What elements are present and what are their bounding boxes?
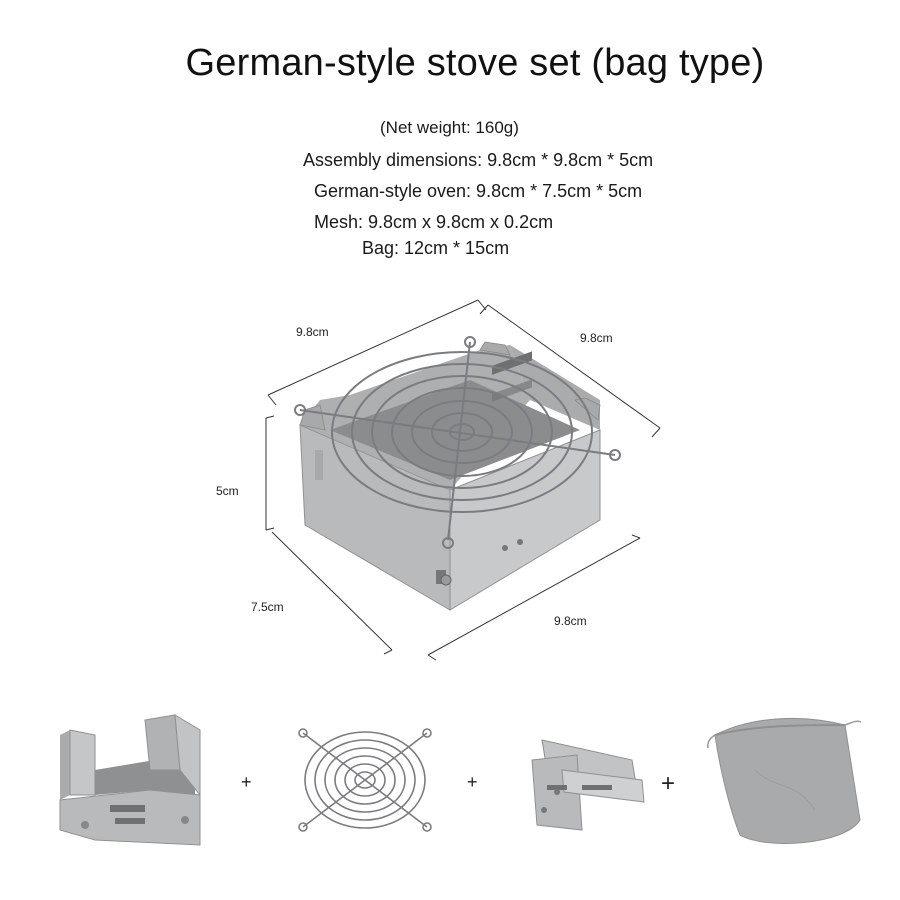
assembly-dimensions-text: Assembly dimensions: 9.8cm * 9.8cm * 5cm (303, 150, 654, 170)
plus-sign-1: + (241, 772, 252, 792)
dimension-top-left: 9.8cm (296, 325, 329, 339)
plus-sign-3: + (661, 770, 676, 797)
oven-dimensions-text: German-style oven: 9.8cm * 7.5cm * 5cm (314, 181, 643, 201)
wire-grate (294, 336, 621, 549)
dimension-bottom-right: 9.8cm (554, 614, 587, 628)
component-stove-image (59, 714, 201, 846)
dimension-bottom-left: 7.5cm (251, 600, 284, 614)
page-title: German-style stove set (bag type) (185, 42, 765, 84)
dimension-top-right: 9.8cm (580, 331, 613, 345)
bag-dimensions-text: Bag: 12cm * 15cm (362, 238, 510, 258)
dimension-lines (265, 299, 661, 661)
dimension-height: 5cm (216, 484, 239, 498)
net-weight-text: (Net weight: 160g) (380, 118, 519, 137)
plus-sign-2: + (467, 772, 478, 792)
component-plates-image (531, 739, 645, 831)
mesh-dimensions-text: Mesh: 9.8cm x 9.8cm x 0.2cm (314, 212, 554, 232)
component-grate-image (298, 728, 432, 832)
component-bag-image (707, 717, 862, 844)
